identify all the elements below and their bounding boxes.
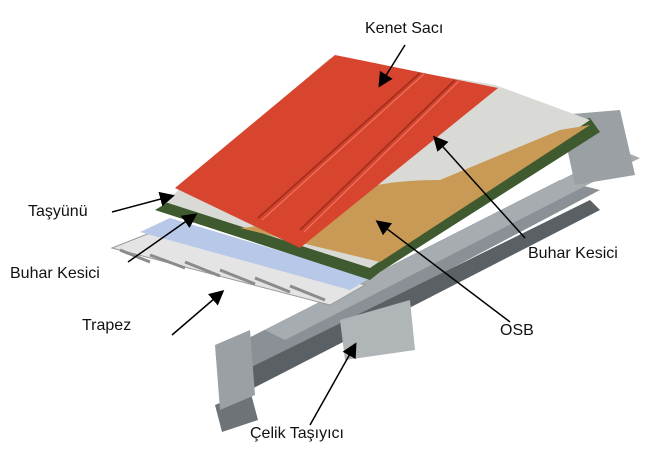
osb-board — [240, 125, 590, 262]
label-buhar-kesici-right: Buhar Kesici — [528, 245, 618, 262]
kenet-sheet — [175, 55, 498, 248]
callout-arrows — [111, 44, 526, 426]
steel-beams — [215, 110, 640, 432]
vapour-barrier-blue — [140, 218, 370, 290]
label-buhar-kesici-left: Buhar Kesici — [10, 265, 100, 282]
trapez-sheet — [110, 224, 367, 306]
label-osb: OSB — [500, 322, 534, 339]
label-kenet-saci: Kenet Sacı — [365, 20, 444, 37]
label-tasyunu: Taşyünü — [28, 203, 88, 220]
label-trapez: Trapez — [82, 317, 132, 334]
label-celik-tasiyici: Çelik Taşıyıcı — [250, 425, 344, 442]
